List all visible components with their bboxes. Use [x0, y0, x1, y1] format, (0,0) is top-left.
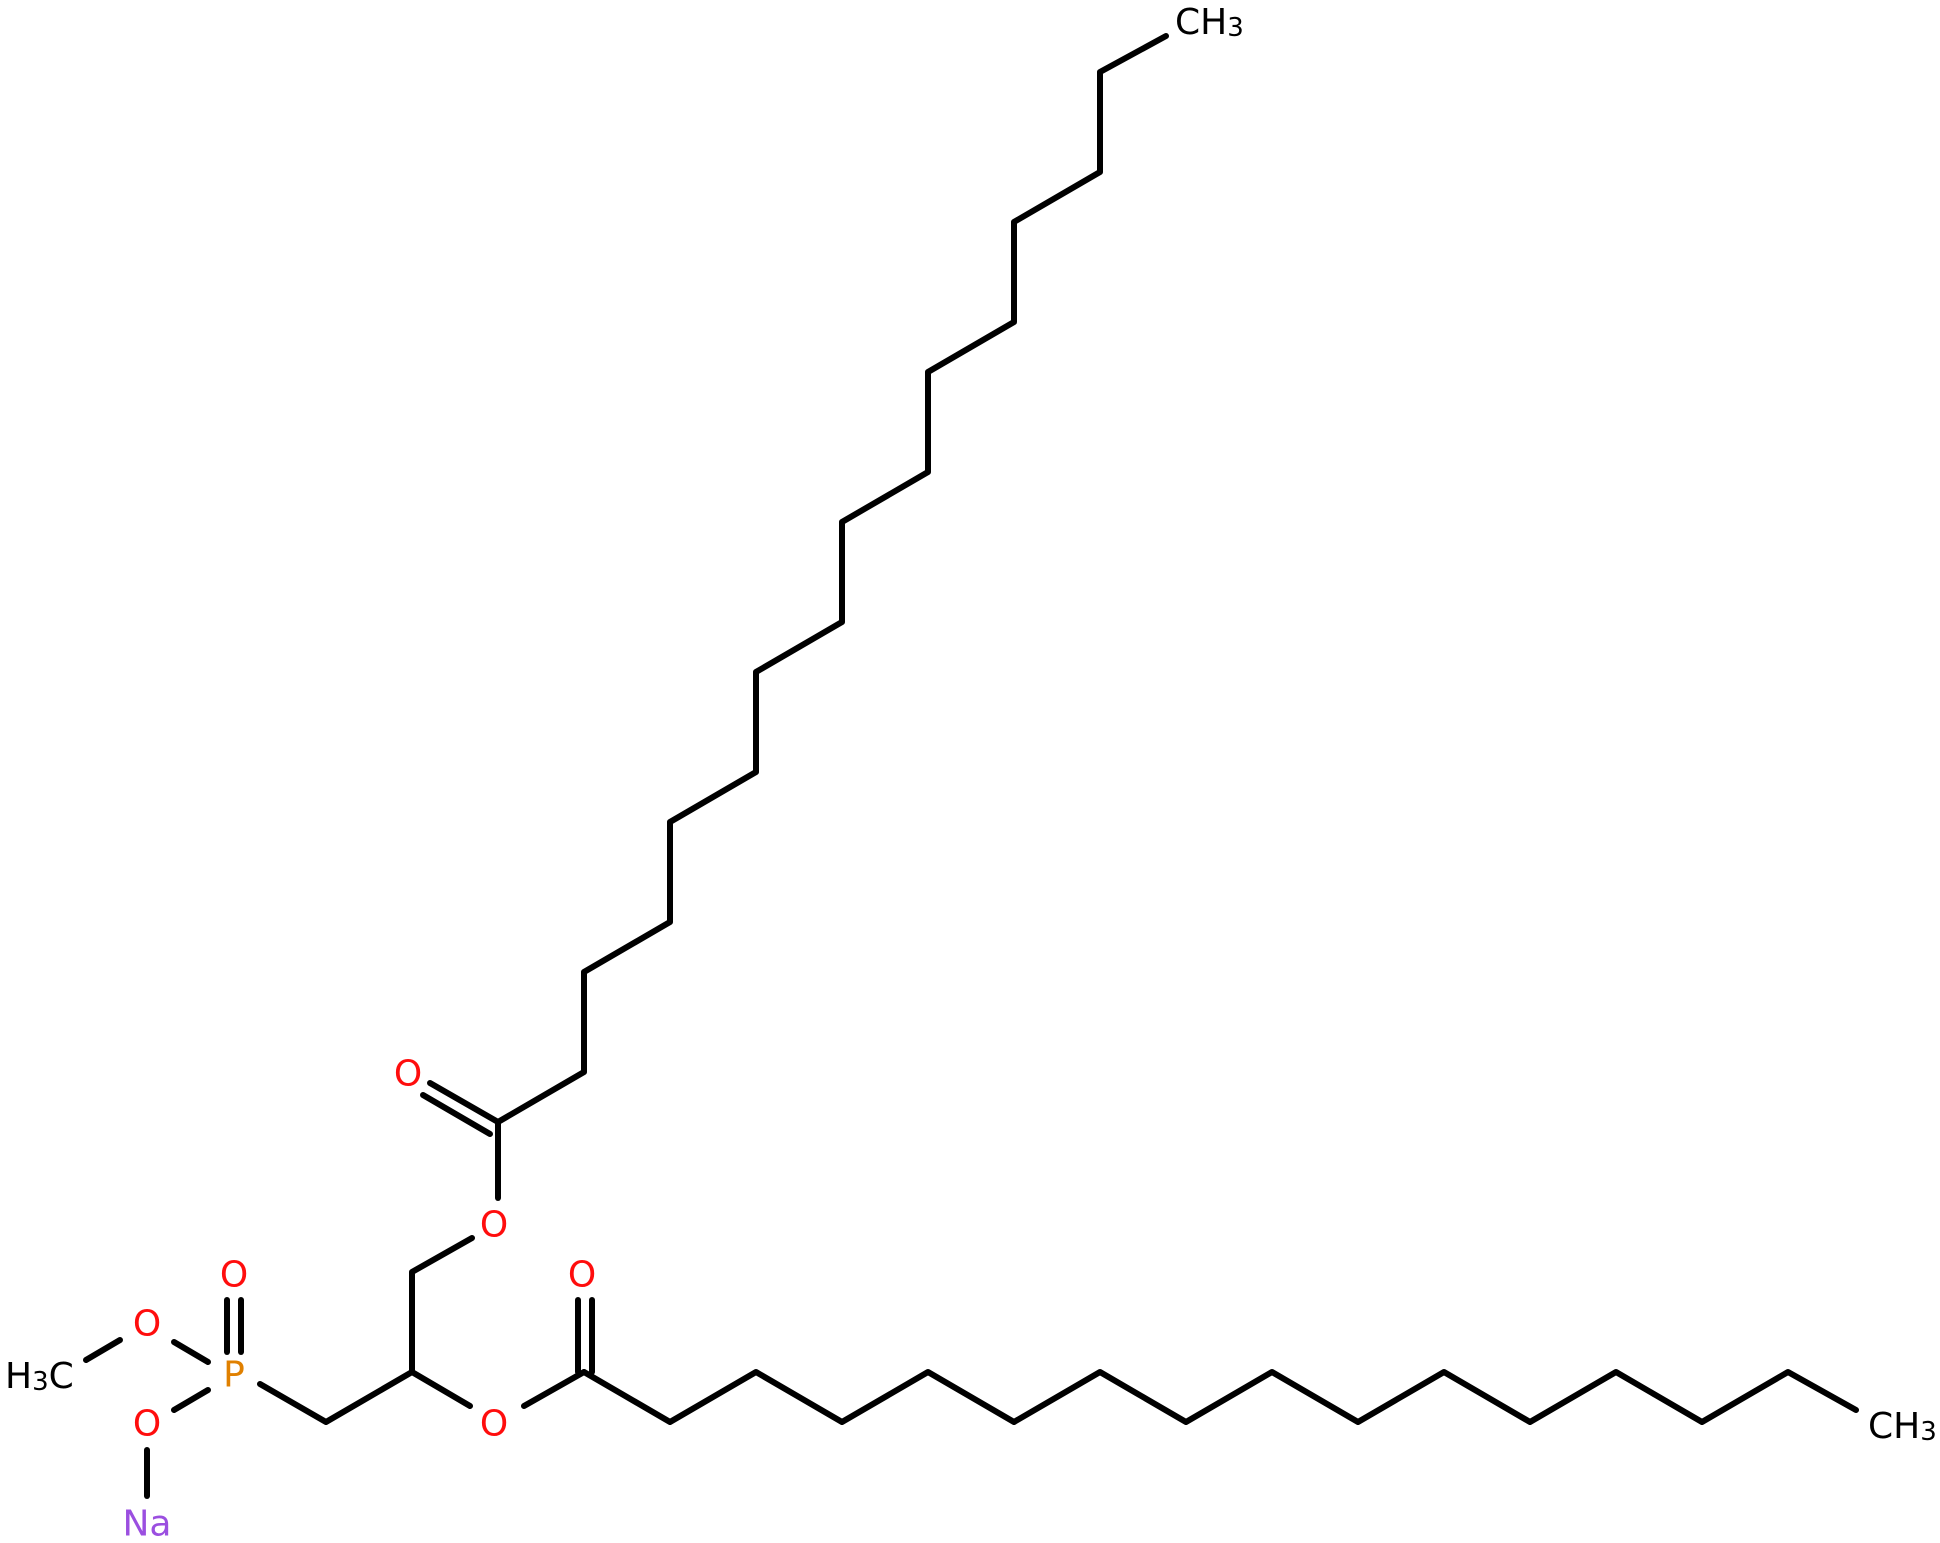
- upper-carbonyl-bond-2: [420, 1092, 493, 1137]
- bonds: [83, 33, 1859, 1499]
- glycerol-ch2-upper-bond: [409, 1235, 475, 1375]
- upper-carbonyl-bond-1: [427, 1080, 501, 1125]
- carbonyl-oxygen-lower: O: [568, 1255, 596, 1296]
- methyl-right-label: CH3: [1868, 1406, 1937, 1448]
- methoxy-c-bond: [83, 1337, 123, 1363]
- methyl-left-label: H3C: [5, 1356, 74, 1398]
- upper-acyl-chain-bond: [495, 33, 1169, 1125]
- lower-ester-c-bond: [521, 1369, 587, 1409]
- ester-oxygen-upper: O: [480, 1205, 508, 1246]
- carbonyl-oxygen-upper: O: [394, 1054, 422, 1095]
- glycerol-backbone-bond: [257, 1369, 415, 1425]
- sodium-atom: Na: [123, 1504, 172, 1543]
- methoxy-oxygen: O: [133, 1304, 161, 1345]
- phosphorus-atom: P: [223, 1355, 245, 1396]
- lower-acyl-chain-bond: [581, 1369, 1859, 1425]
- phosphoryl-oxygen: O: [220, 1255, 248, 1296]
- p-methoxy-o-bond: [171, 1339, 211, 1365]
- ester-oxygen-lower: O: [480, 1404, 508, 1445]
- methyl-top-label: CH3: [1175, 2, 1244, 44]
- p-sodium-o-bond: [171, 1387, 211, 1413]
- sodium-oxygen: O: [133, 1404, 161, 1445]
- lower-ester-o-bond: [409, 1369, 473, 1409]
